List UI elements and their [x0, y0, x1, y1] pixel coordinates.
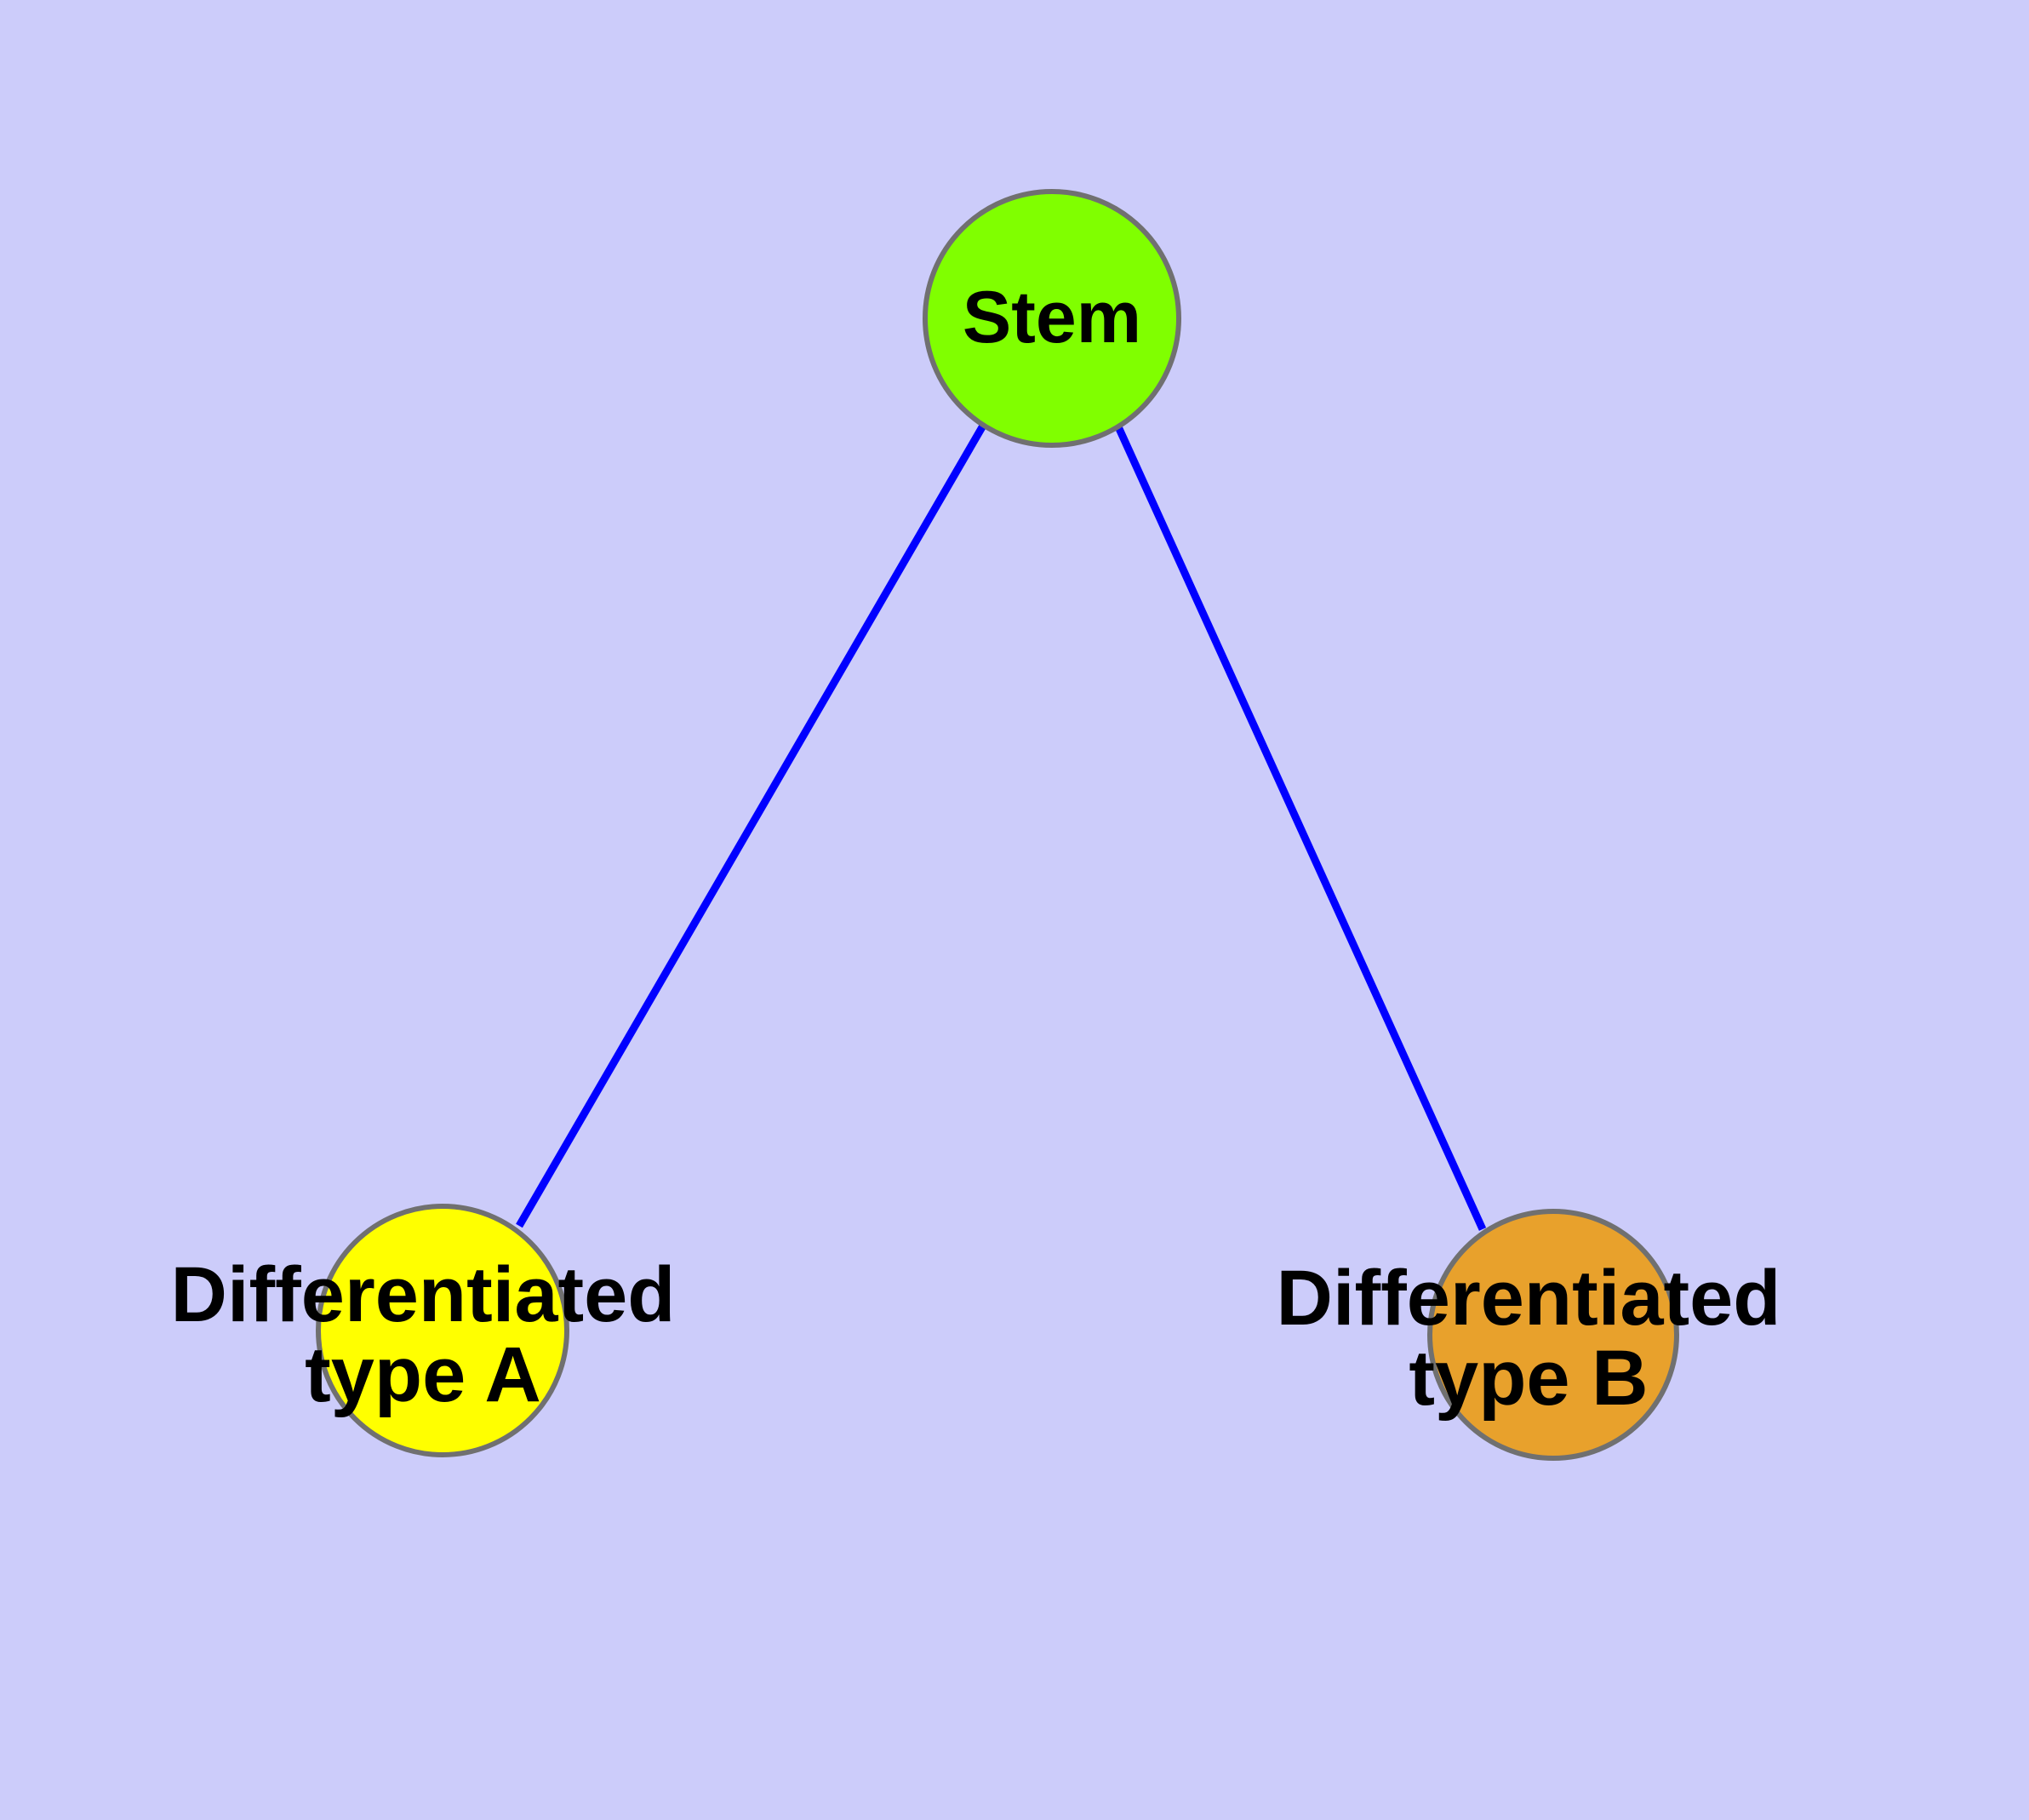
node-layer: [316, 189, 1679, 1461]
edge-layer: [516, 421, 1487, 1231]
edge-stem-to-differentiated-type-b[interactable]: [1112, 421, 1487, 1231]
node-stem[interactable]: [923, 189, 1181, 448]
node-differentiated-type-b[interactable]: [1427, 1209, 1679, 1461]
edge-stem-to-differentiated-type-a[interactable]: [516, 423, 986, 1228]
node-differentiated-type-a[interactable]: [316, 1204, 569, 1457]
